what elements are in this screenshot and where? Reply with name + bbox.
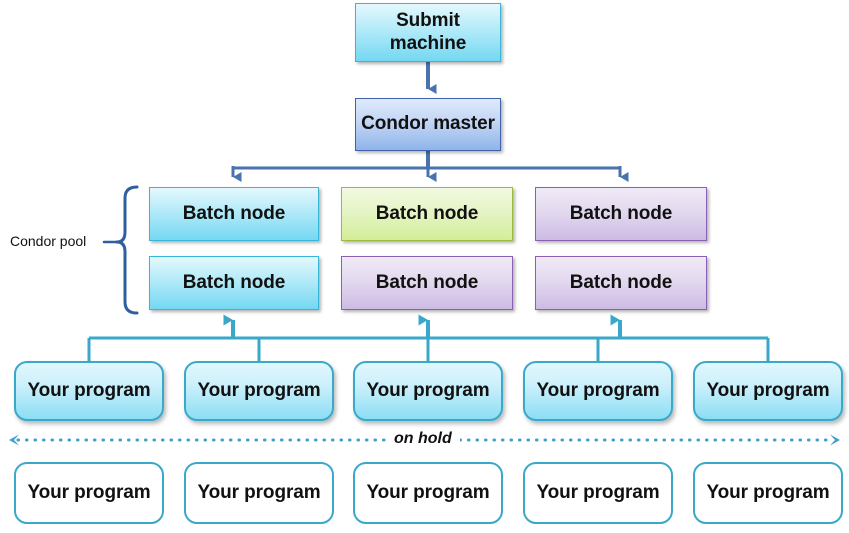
node-batch-node-1-label: Batch node [182,202,286,224]
node-running-program-5[interactable]: Your program [693,361,843,421]
node-running-program-4-label: Your program [536,379,660,401]
node-running-program-2[interactable]: Your program [184,361,334,421]
arrows-master-to-batch-nodes [231,151,629,182]
arrows-programs-to-batch-nodes [87,314,770,362]
node-condor-master[interactable]: Condor master [355,98,501,151]
node-batch-node-1[interactable]: Batch node [149,187,319,241]
node-running-program-5-label: Your program [706,379,830,401]
node-held-program-1[interactable]: Your program [14,462,164,524]
node-batch-node-6[interactable]: Batch node [535,256,707,310]
on-hold-label: on hold [386,430,460,448]
node-held-program-1-label: Your program [27,481,151,503]
node-batch-node-4[interactable]: Batch node [149,256,319,310]
node-running-program-2-label: Your program [197,379,321,401]
node-held-program-3-label: Your program [366,481,490,503]
condor-pool-brace [102,185,139,315]
condor-pool-label: Condor pool [10,233,87,249]
node-running-program-3-label: Your program [366,379,490,401]
node-held-program-2-label: Your program [197,481,321,503]
node-batch-node-5-label: Batch node [375,271,479,293]
node-held-program-5-label: Your program [706,481,830,503]
node-running-program-1-label: Your program [27,379,151,401]
node-held-program-2[interactable]: Your program [184,462,334,524]
node-running-program-3[interactable]: Your program [353,361,503,421]
node-batch-node-3[interactable]: Batch node [535,187,707,241]
node-batch-node-3-label: Batch node [569,202,673,224]
node-held-program-3[interactable]: Your program [353,462,503,524]
node-batch-node-2[interactable]: Batch node [341,187,513,241]
node-running-program-1[interactable]: Your program [14,361,164,421]
node-batch-node-4-label: Batch node [182,271,286,293]
node-condor-master-label: Condor master [361,113,495,135]
node-batch-node-2-label: Batch node [375,202,479,224]
node-submit-machine-label: Submit machine [389,10,467,54]
node-batch-node-5[interactable]: Batch node [341,256,513,310]
node-held-program-4-label: Your program [536,481,660,503]
node-running-program-4[interactable]: Your program [523,361,673,421]
node-held-program-4[interactable]: Your program [523,462,673,524]
node-batch-node-6-label: Batch node [569,271,673,293]
node-submit-machine[interactable]: Submit machine [355,3,501,62]
node-held-program-5[interactable]: Your program [693,462,843,524]
